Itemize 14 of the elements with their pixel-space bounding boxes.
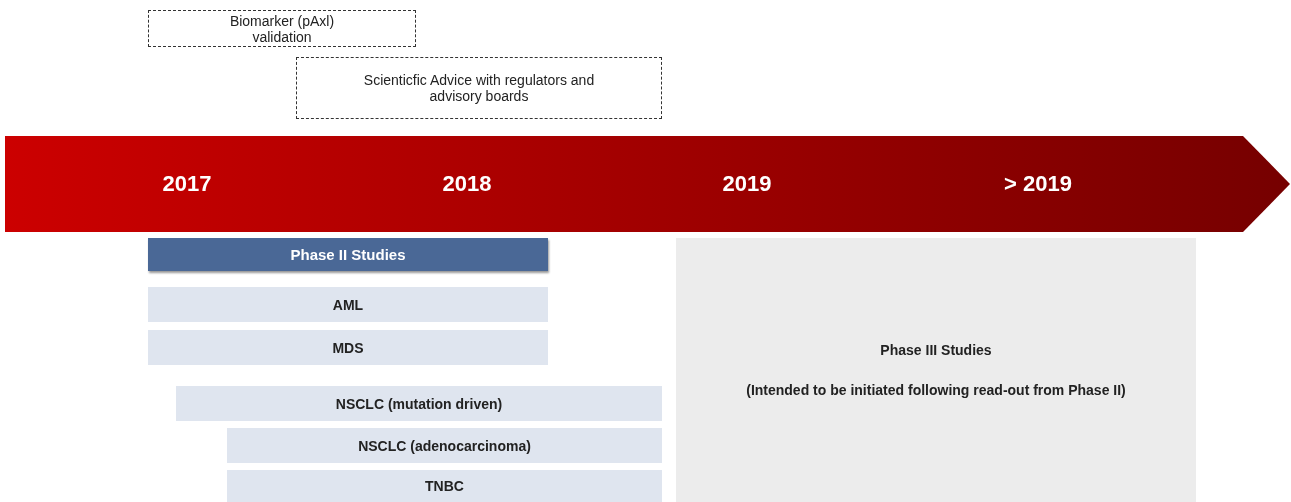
study-bar: AML <box>148 287 548 322</box>
phase-header-bar: Phase II Studies <box>148 238 548 271</box>
year-label: 2017 <box>162 171 212 197</box>
task-box: Scienticfic Advice with regulators and advisory boards <box>296 57 662 119</box>
study-bar: NSCLC (adenocarcinoma) <box>227 428 662 463</box>
year-label: 2018 <box>442 171 492 197</box>
phase-note: (Intended to be initiated following read-out from Phase II) <box>746 382 1126 398</box>
year-label: 2019 <box>722 171 772 197</box>
task-box: Biomarker (pAxl) validation <box>148 10 416 47</box>
year-label: > 2019 <box>1004 171 1072 197</box>
phase-title: Phase III Studies <box>880 342 992 358</box>
study-bar: NSCLC (mutation driven) <box>176 386 662 421</box>
study-bar: TNBC <box>227 470 662 502</box>
study-bar: MDS <box>148 330 548 365</box>
